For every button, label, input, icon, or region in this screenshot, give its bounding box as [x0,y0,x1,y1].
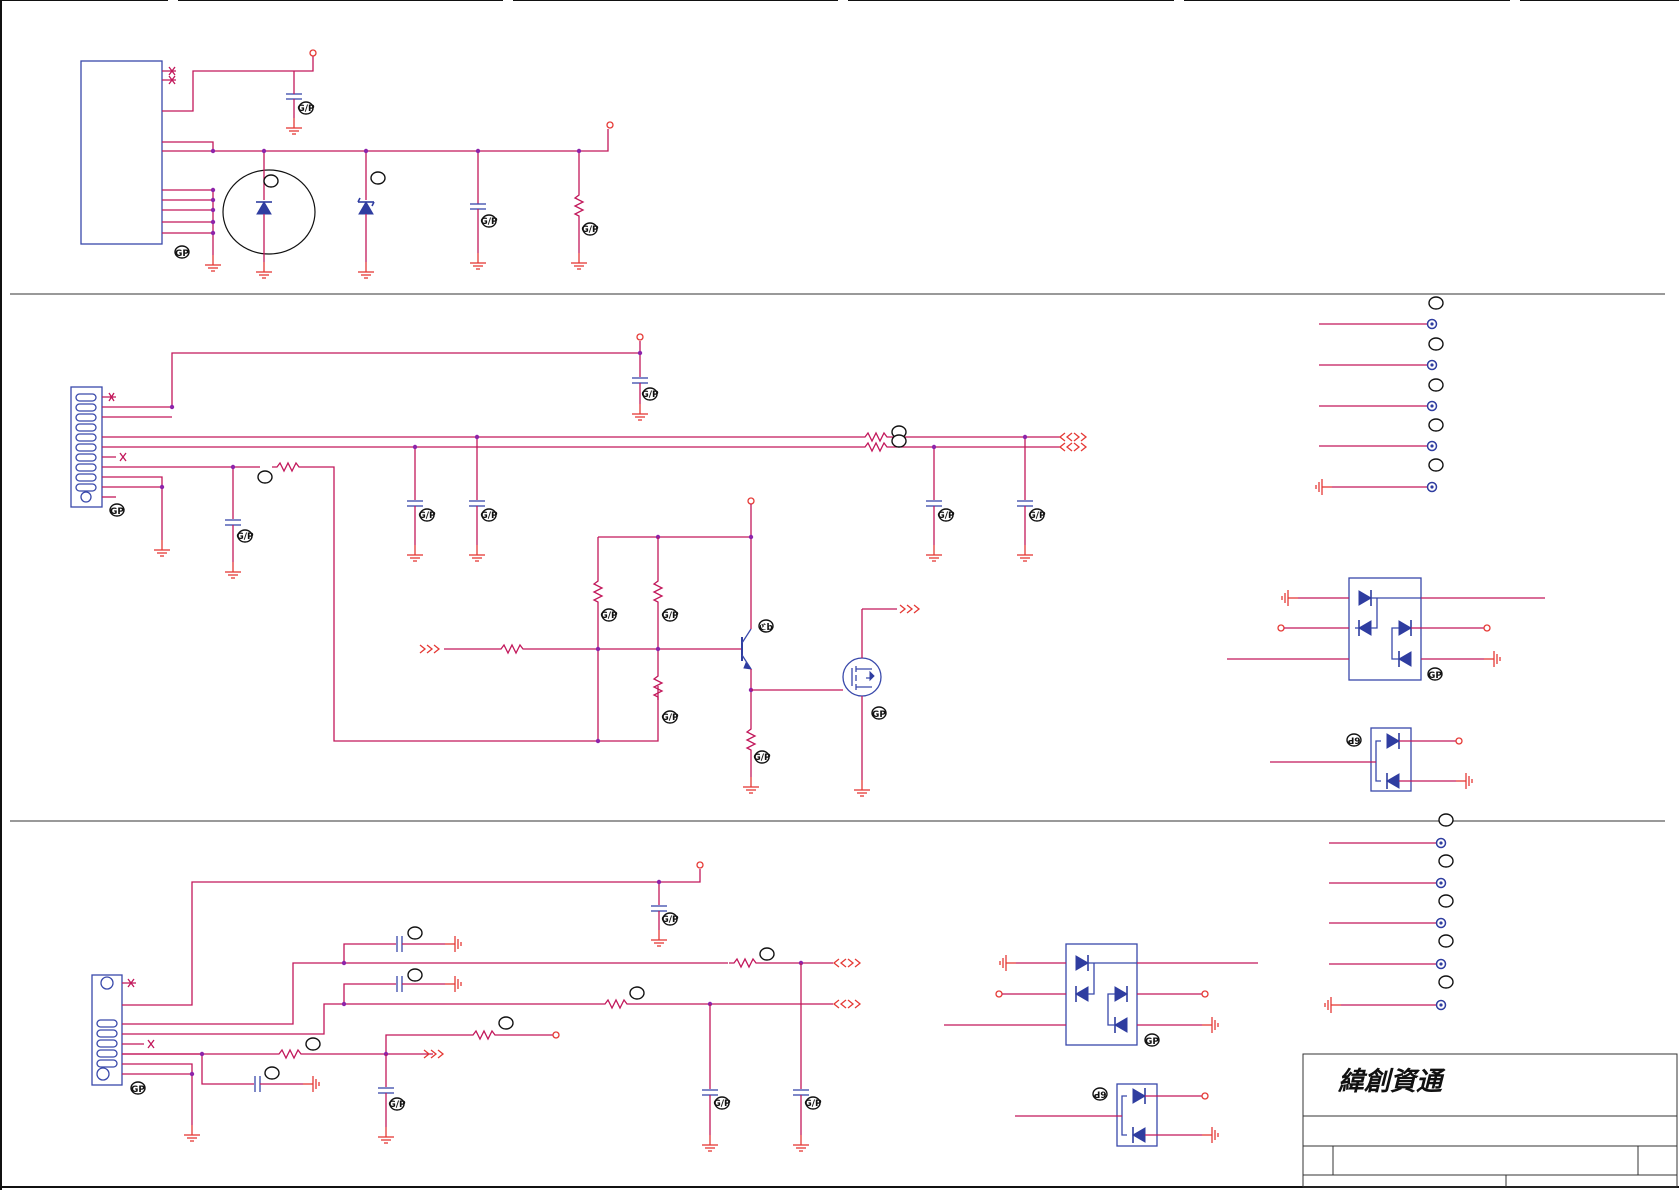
svg-text:Ԁ9: Ԁ9 [1347,737,1360,747]
svg-text:ℭb: ℭb [759,623,773,633]
svg-text:G/P: G/P [804,1099,822,1109]
svg-text:G/P: G/P [388,1100,406,1110]
svg-text:G/P: G/P [480,511,498,521]
svg-text:G/P: G/P [480,217,498,227]
section-dvi-connector: GP G/P [91,861,861,1152]
gp-label: GP [175,249,189,259]
svg-text:G/P: G/P [236,532,254,542]
svg-text:GP: GP [110,507,124,517]
svg-text:G/P: G/P [600,611,618,621]
svg-text:G/P: G/P [661,611,679,621]
svg-text:G/P: G/P [581,225,599,235]
part-mark: G/P [297,104,315,114]
diode-array-2: Ԁ9 [1270,727,1473,792]
svg-text:GP: GP [872,710,886,720]
section-power-connector: G/P GP [80,49,614,279]
highlight-circle [222,169,316,255]
test-points-1 [1315,296,1444,496]
section-vga-connector: GP G/P [70,333,1087,797]
svg-text:G/P: G/P [753,753,771,763]
svg-text:G/P: G/P [418,511,436,521]
diode-array-4: Ԁ9 [1015,1083,1219,1147]
diode-array-1: GP [1227,577,1545,681]
svg-text:G/P: G/P [713,1099,731,1109]
svg-text:Ԁ9: Ԁ9 [1093,1091,1106,1101]
svg-text:G/P: G/P [641,390,659,400]
svg-text:GP: GP [131,1085,145,1095]
connector-body [80,60,163,245]
svg-text:G/P: G/P [937,511,955,521]
svg-text:GP: GP [1145,1037,1159,1047]
test-points-2 [1324,813,1454,1014]
svg-text:G/P: G/P [661,915,679,925]
diode-array-3: GP [944,943,1258,1047]
title-block: 緯創資通 [1302,1053,1678,1188]
svg-text:GP: GP [1428,671,1442,681]
svg-text:G/P: G/P [661,713,679,723]
svg-text:G/P: G/P [1028,511,1046,521]
company-name: 緯創資通 [1337,1067,1446,1097]
